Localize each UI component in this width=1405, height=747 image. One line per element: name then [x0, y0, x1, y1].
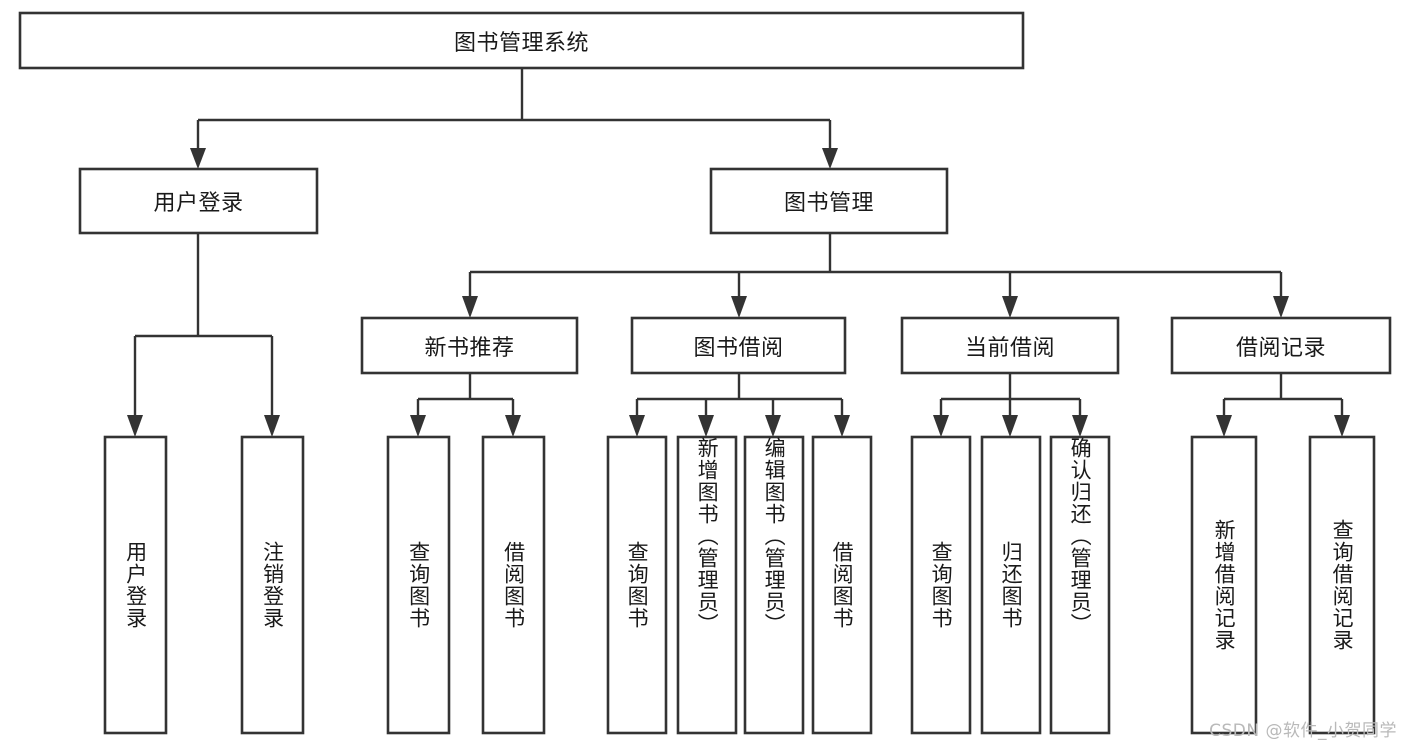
node-box-new-book-recommend[interactable] — [360, 316, 579, 375]
connector-group-root — [190, 68, 838, 169]
arrow-head-br-leaf-1 — [1334, 415, 1350, 437]
arrow-head-bb-leaf-2 — [765, 415, 781, 437]
connector-group-book-borrow — [629, 373, 850, 437]
leaf-box-cb-0[interactable] — [910, 435, 972, 735]
leaf-box-nbr-1[interactable] — [481, 435, 546, 735]
leaf-box-nbr-0[interactable] — [386, 435, 451, 735]
leaf-box-user-login-1[interactable] — [240, 435, 305, 735]
arrow-head-borrow-record — [1273, 296, 1289, 318]
arrow-head-book-borrow — [731, 296, 747, 318]
arrow-head-bb-leaf-3 — [834, 415, 850, 437]
arrow-head-book-manage — [822, 148, 838, 169]
leaf-box-br-1[interactable] — [1308, 435, 1376, 735]
leaf-box-cb-1[interactable] — [980, 435, 1042, 735]
node-box-current-borrow[interactable] — [900, 316, 1120, 375]
arrow-head-nbr-leaf-0 — [410, 415, 426, 437]
node-box-book-manage[interactable] — [709, 167, 949, 235]
leaf-box-bb-2[interactable] — [743, 435, 805, 735]
arrow-head-cb-leaf-0 — [933, 415, 949, 437]
connector-group-user-login — [127, 233, 280, 437]
arrow-head-current-borrow — [1002, 296, 1018, 318]
arrow-head-cb-leaf-2 — [1072, 415, 1088, 437]
arrow-head-user-login-leaf-0 — [127, 415, 143, 437]
arrow-head-user-login-leaf-1 — [264, 415, 280, 437]
node-box-root[interactable] — [18, 11, 1025, 70]
connector-group-borrow-record — [1216, 373, 1350, 437]
connector-group-book-manage — [462, 233, 1289, 318]
node-box-book-borrow[interactable] — [630, 316, 847, 375]
arrow-head-new-book-recommend — [462, 296, 478, 318]
leaf-box-bb-0[interactable] — [606, 435, 668, 735]
leaf-box-bb-3[interactable] — [811, 435, 873, 735]
arrow-head-bb-leaf-0 — [629, 415, 645, 437]
arrow-head-cb-leaf-1 — [1002, 415, 1018, 437]
node-box-borrow-record[interactable] — [1170, 316, 1392, 375]
connector-group-new-book-recommend — [410, 373, 521, 437]
leaf-box-user-login-0[interactable] — [103, 435, 168, 735]
leaf-box-br-0[interactable] — [1190, 435, 1258, 735]
node-box-user-login[interactable] — [78, 167, 319, 235]
watermark-text: CSDN @软件_小贺同学 — [1209, 721, 1397, 741]
arrow-head-nbr-leaf-1 — [505, 415, 521, 437]
leaf-box-cb-2[interactable] — [1049, 435, 1111, 735]
connector-group-current-borrow — [933, 373, 1088, 437]
arrow-head-br-leaf-0 — [1216, 415, 1232, 437]
leaf-box-bb-1[interactable] — [676, 435, 738, 735]
arrow-head-bb-leaf-1 — [698, 415, 714, 437]
arrow-head-user-login — [190, 148, 206, 169]
